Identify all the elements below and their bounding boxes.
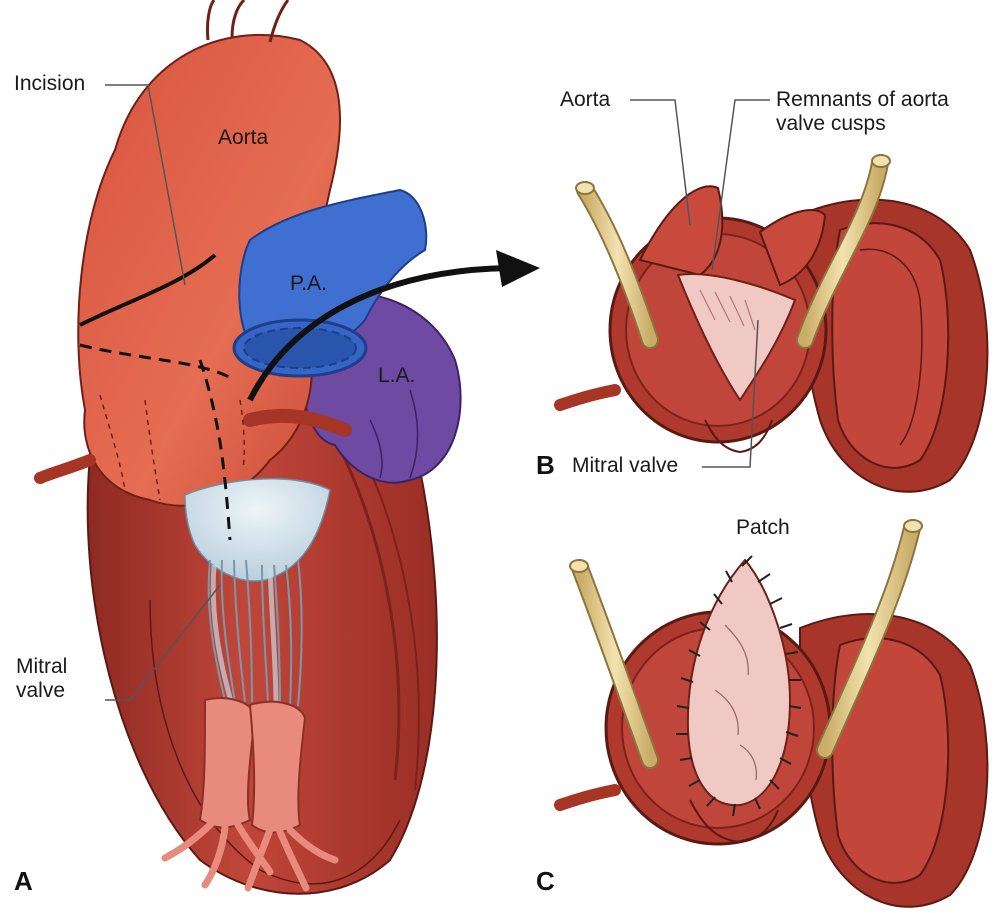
panel-c-drawing bbox=[560, 520, 987, 907]
papillary-muscle-2 bbox=[250, 702, 305, 833]
papillary-muscle-1 bbox=[200, 698, 255, 827]
label-aorta-a: Aorta bbox=[218, 126, 268, 150]
panel-letter-c: C bbox=[536, 866, 555, 897]
label-incision: Incision bbox=[14, 72, 85, 96]
patch bbox=[688, 560, 790, 805]
label-pa: P.A. bbox=[290, 272, 327, 296]
label-mitral-valve-a: Mitral valve bbox=[16, 655, 67, 703]
label-aorta-b: Aorta bbox=[560, 88, 610, 112]
label-patch: Patch bbox=[736, 516, 790, 540]
label-remnants: Remnants of aorta valve cusps bbox=[776, 88, 949, 136]
label-mitral-valve-b: Mitral valve bbox=[572, 454, 678, 478]
label-la: L.A. bbox=[378, 364, 415, 388]
panel-letter-b: B bbox=[536, 450, 555, 481]
panel-b-drawing bbox=[560, 100, 987, 492]
panel-letter-a: A bbox=[14, 866, 33, 897]
panel-a-drawing bbox=[40, 0, 540, 894]
